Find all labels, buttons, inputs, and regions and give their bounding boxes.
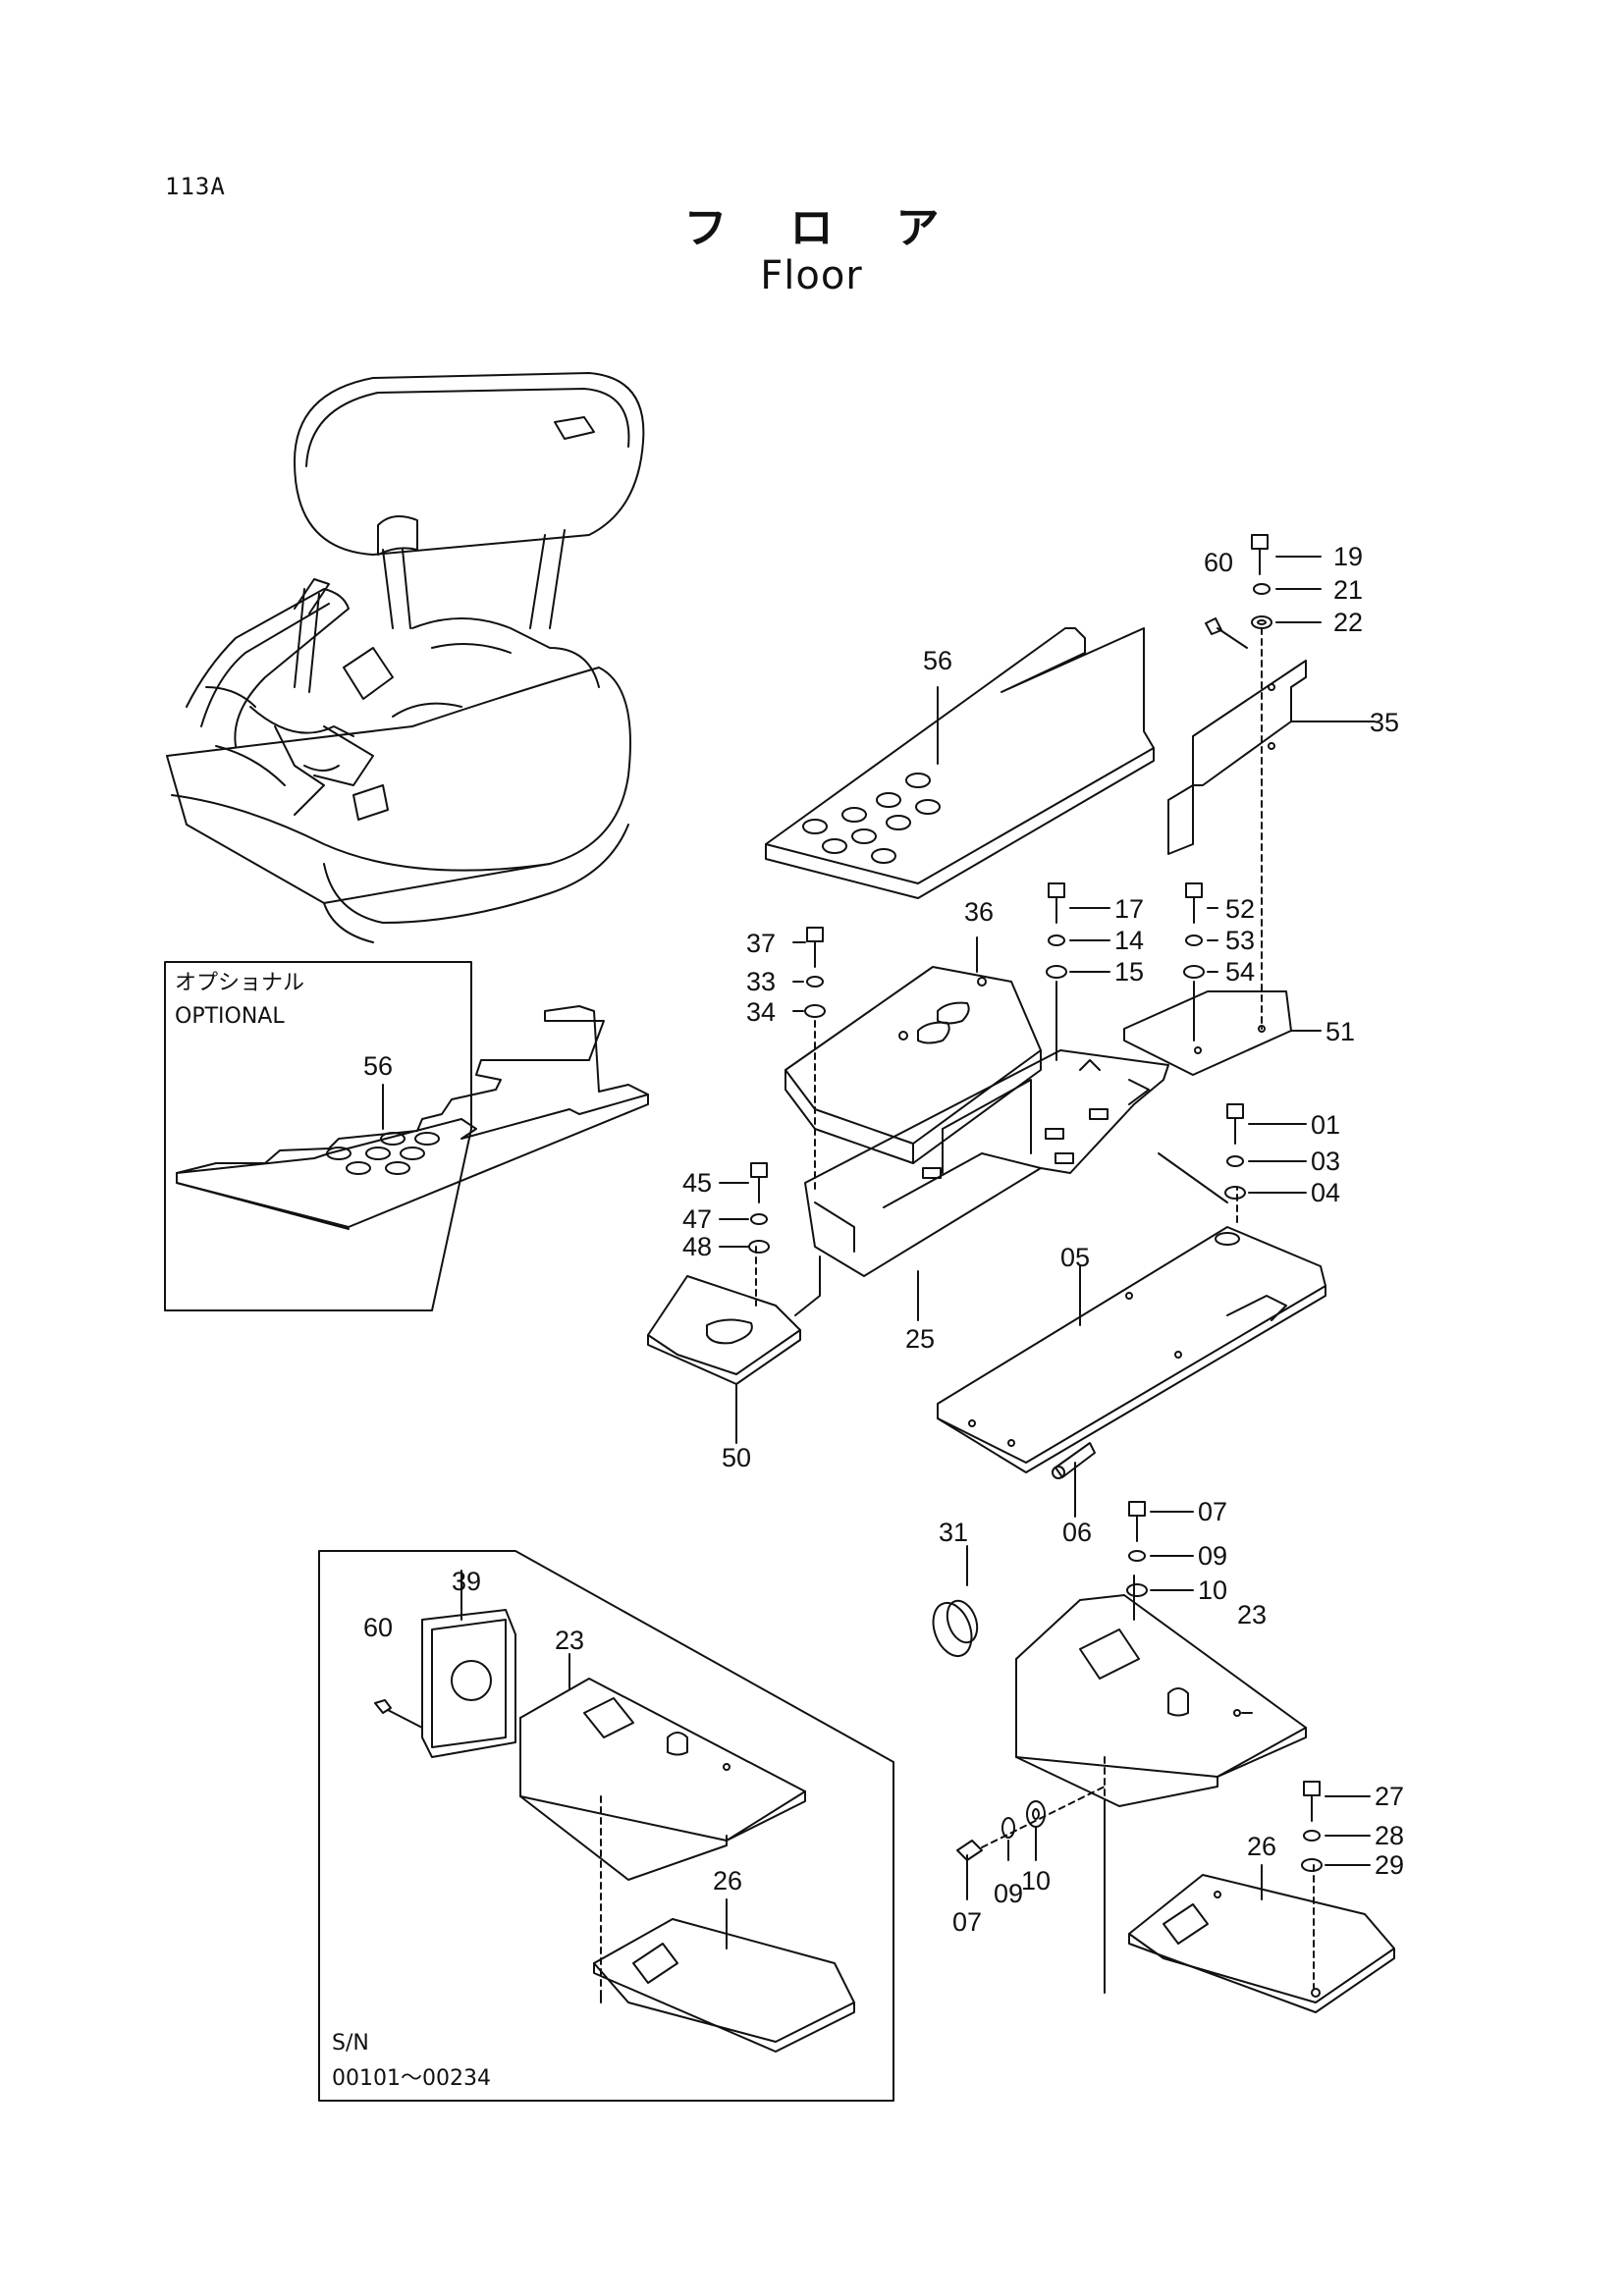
label-35: 35 [1370, 708, 1399, 737]
label-23-main: 23 [1237, 1600, 1267, 1629]
label-60-top: 60 [1204, 548, 1233, 577]
label-04: 04 [1311, 1178, 1340, 1207]
label-27: 27 [1375, 1782, 1404, 1811]
part-35-bracket [1167, 627, 1376, 1030]
label-37: 37 [746, 929, 776, 958]
serial-number-inset-box [318, 1550, 894, 2102]
label-07-top: 07 [1198, 1497, 1227, 1526]
label-50: 50 [722, 1443, 751, 1472]
label-33: 33 [746, 967, 776, 996]
part-31-grommet [932, 1545, 979, 1658]
optional-label-japanese: オプショナル [175, 971, 304, 995]
inset-captions: オプショナル OPTIONAL S/N 00101～00234 [175, 971, 491, 2091]
hardware-stack-bottom-07-09-10 [956, 1786, 1106, 1900]
part-labels: 19 60 21 22 56 35 36 17 52 37 14 53 33 1… [363, 542, 1404, 1937]
label-47: 47 [682, 1204, 712, 1234]
hardware-stack-17-14-15 [1046, 882, 1110, 1061]
part-25-frame [804, 1049, 1228, 1321]
serial-number-range: 00101～00234 [332, 2066, 491, 2091]
hardware-stack-19-21-22 [1205, 534, 1322, 649]
part-50-plate [647, 1246, 821, 1444]
part-06-rubber [1052, 1442, 1096, 1518]
label-36: 36 [964, 897, 994, 927]
label-29: 29 [1375, 1850, 1404, 1880]
hardware-stack-37-33-34 [792, 927, 826, 1194]
label-56-optional: 56 [363, 1051, 393, 1081]
label-06: 06 [1062, 1518, 1092, 1547]
page-code: 113A [165, 173, 226, 200]
label-21: 21 [1333, 575, 1363, 605]
part-36-cover [784, 936, 1042, 1164]
label-09-bottom: 09 [994, 1879, 1023, 1908]
machine-overview-illustration [166, 372, 645, 943]
label-25: 25 [905, 1324, 935, 1354]
label-51: 51 [1325, 1017, 1355, 1046]
label-34: 34 [746, 997, 776, 1027]
label-10-top: 10 [1198, 1575, 1227, 1605]
label-03: 03 [1311, 1147, 1340, 1176]
label-60-inset: 60 [363, 1613, 393, 1642]
label-26-main: 26 [1247, 1832, 1276, 1861]
hardware-stack-07-09-10 [1126, 1501, 1194, 1597]
label-31: 31 [939, 1518, 968, 1547]
hardware-stack-45-47-48 [719, 1162, 770, 1254]
label-14: 14 [1114, 926, 1144, 955]
hardware-stack-27-28-29 [1301, 1781, 1371, 1872]
serial-number-label: S/N [332, 2031, 369, 2056]
part-05-floor-plate [937, 1187, 1326, 1473]
label-23-inset: 23 [555, 1626, 584, 1655]
label-01: 01 [1311, 1110, 1340, 1140]
label-15: 15 [1114, 957, 1144, 987]
label-53: 53 [1225, 926, 1255, 955]
label-07-bottom: 07 [952, 1907, 982, 1937]
label-28: 28 [1375, 1821, 1404, 1850]
part-23-cover [1015, 1575, 1307, 1994]
part-56-floor-mat [765, 627, 1155, 899]
label-56-main: 56 [923, 646, 952, 675]
label-19: 19 [1333, 542, 1363, 571]
page-title: Floor [760, 253, 863, 298]
label-48: 48 [682, 1232, 712, 1261]
optional-inset-box [164, 961, 649, 1311]
label-22: 22 [1333, 608, 1363, 637]
part-26-plate-right [1128, 1864, 1395, 2013]
hardware-stack-52-53-54 [1183, 882, 1218, 1041]
page-title-japanese: フロア [683, 203, 1002, 253]
label-17: 17 [1114, 894, 1144, 924]
part-51-bracket [1123, 990, 1322, 1076]
label-05: 05 [1060, 1243, 1090, 1272]
label-39: 39 [452, 1567, 481, 1596]
label-52: 52 [1225, 894, 1255, 924]
label-54: 54 [1225, 957, 1255, 987]
label-26-inset: 26 [713, 1866, 742, 1896]
label-09-top: 09 [1198, 1541, 1227, 1571]
optional-label: OPTIONAL [175, 1004, 285, 1029]
label-45: 45 [682, 1168, 712, 1198]
hardware-stack-01-03-04 [1224, 1103, 1307, 1200]
label-10-bottom: 10 [1021, 1866, 1051, 1896]
